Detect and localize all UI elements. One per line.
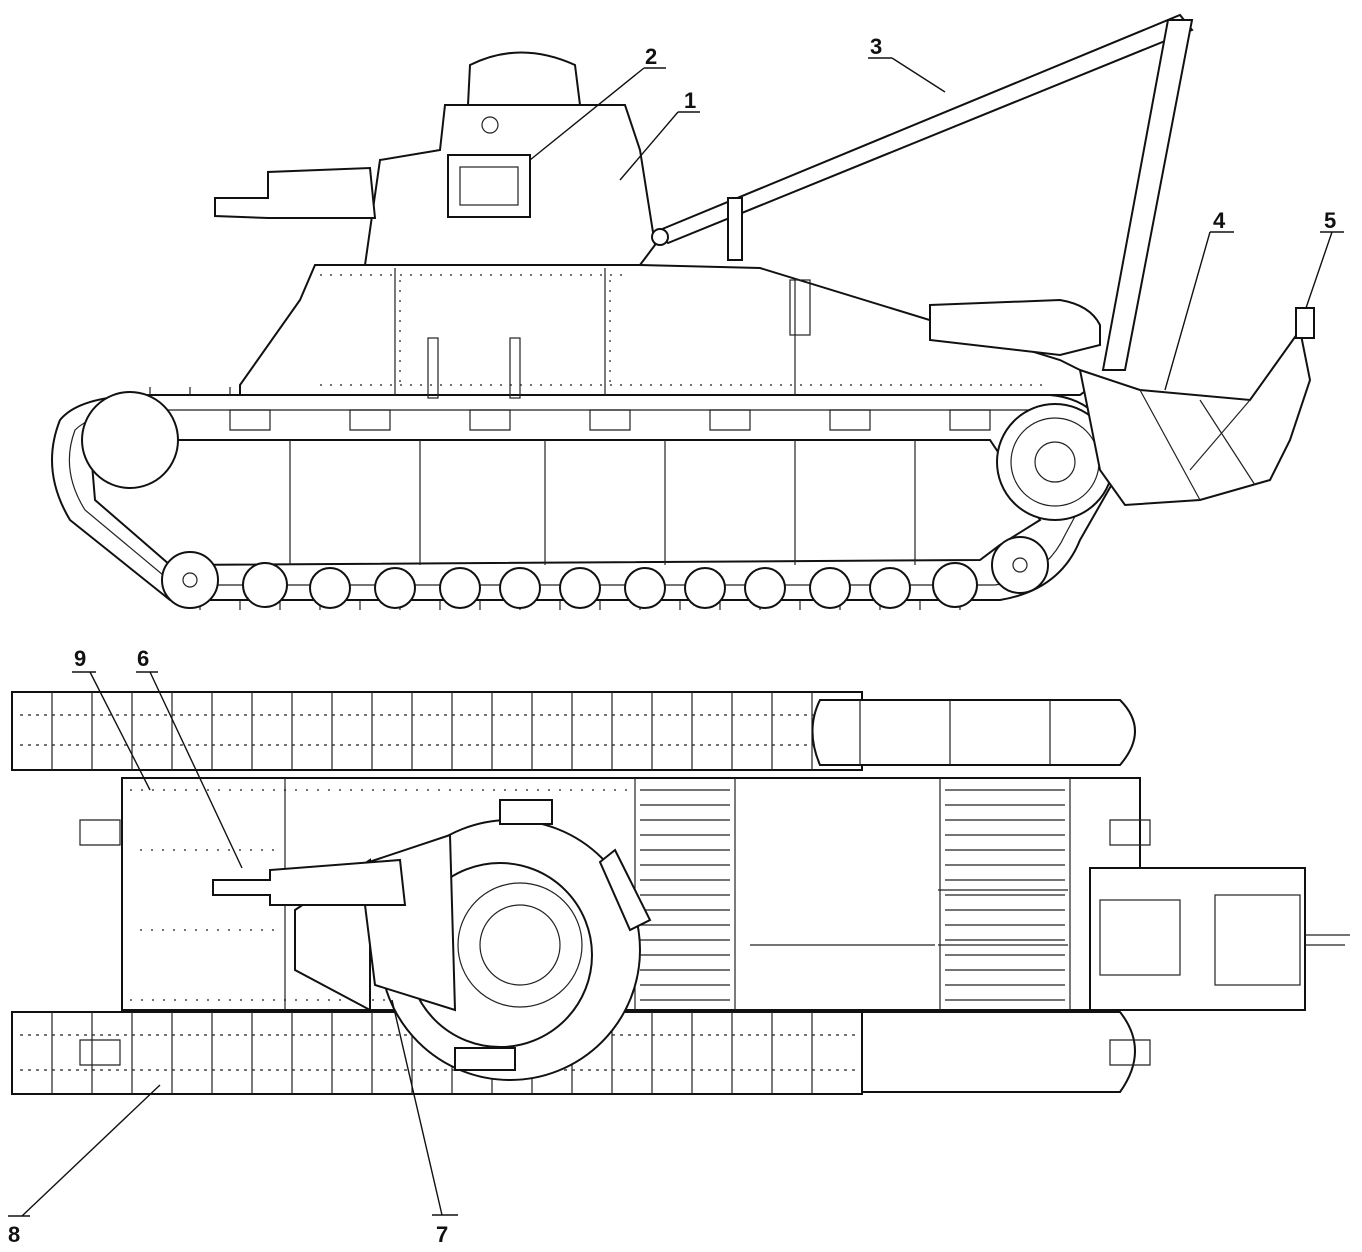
callout-3: 3 bbox=[870, 34, 882, 59]
top-track-upper bbox=[11, 691, 863, 771]
tail-frame bbox=[1078, 307, 1315, 507]
top-tail bbox=[1089, 867, 1350, 1011]
hull bbox=[239, 264, 1102, 396]
side-view bbox=[51, 13, 1315, 610]
crane-jib bbox=[651, 13, 1194, 371]
callouts: 1 2 3 4 5 6 7 8 9 bbox=[8, 34, 1344, 1247]
top-fuel-tank bbox=[811, 699, 1136, 766]
callout-4: 4 bbox=[1213, 208, 1226, 233]
front-idler bbox=[81, 391, 179, 489]
turret-gun bbox=[214, 166, 377, 219]
callout-9: 9 bbox=[74, 646, 86, 671]
suspension-skirt bbox=[88, 439, 1042, 567]
callout-6: 6 bbox=[137, 646, 149, 671]
road-wheels bbox=[161, 536, 1049, 609]
callout-1: 1 bbox=[684, 88, 696, 113]
callout-7: 7 bbox=[436, 1222, 448, 1247]
callout-2: 2 bbox=[645, 44, 657, 69]
callout-5: 5 bbox=[1324, 208, 1336, 233]
top-lower-tank bbox=[861, 1011, 1136, 1093]
top-view bbox=[11, 691, 1350, 1095]
rear-exhaust bbox=[929, 298, 1101, 357]
top-gun bbox=[212, 858, 407, 906]
callout-8: 8 bbox=[8, 1222, 20, 1247]
turret bbox=[363, 51, 657, 266]
